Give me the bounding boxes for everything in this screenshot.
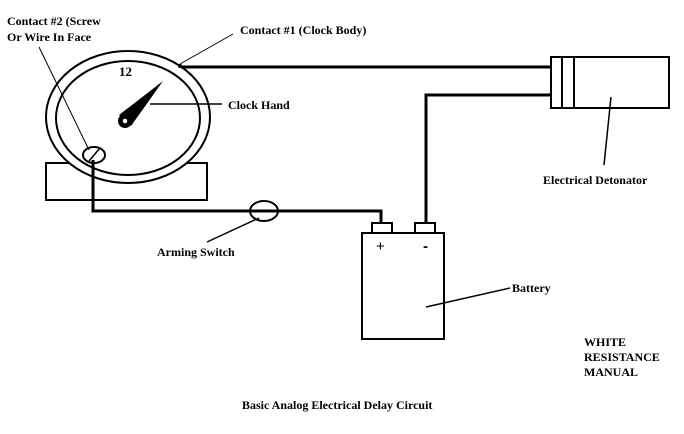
wire-contact2-battery-positive xyxy=(91,160,383,223)
watermark-line1: WHITE xyxy=(584,335,626,349)
arming-switch-label: Arming Switch xyxy=(157,245,235,259)
battery-label: Battery xyxy=(512,281,551,295)
diagram-title: Basic Analog Electrical Delay Circuit xyxy=(242,398,432,412)
detonator-leader xyxy=(603,96,612,166)
contact-1-leader xyxy=(179,33,234,65)
clock-hand xyxy=(118,81,163,128)
watermark-line3: MANUAL xyxy=(584,365,638,379)
clock-numeral-12: 12 xyxy=(119,64,132,79)
battery-body xyxy=(361,232,445,340)
detonator-label: Electrical Detonator xyxy=(543,173,648,187)
battery-negative-symbol: - xyxy=(423,238,428,255)
arming-switch xyxy=(249,200,279,222)
contact-2-leader xyxy=(38,46,90,151)
battery xyxy=(361,222,445,340)
watermark-line2: RESISTANCE xyxy=(584,350,660,364)
battery-leader xyxy=(425,287,511,308)
contact-1-label: Contact #1 (Clock Body) xyxy=(240,23,366,37)
arming-switch-leader xyxy=(206,217,260,243)
battery-positive-terminal xyxy=(371,222,393,234)
battery-positive-symbol: + xyxy=(376,238,385,255)
wire-detonator-battery-negative xyxy=(424,93,551,223)
contact-2-label-line1: Contact #2 (Screw xyxy=(7,14,101,28)
battery-negative-terminal xyxy=(414,222,436,234)
contact-2-label-line2: Or Wire In Face xyxy=(7,30,92,44)
clock-hand-label: Clock Hand xyxy=(228,98,290,112)
